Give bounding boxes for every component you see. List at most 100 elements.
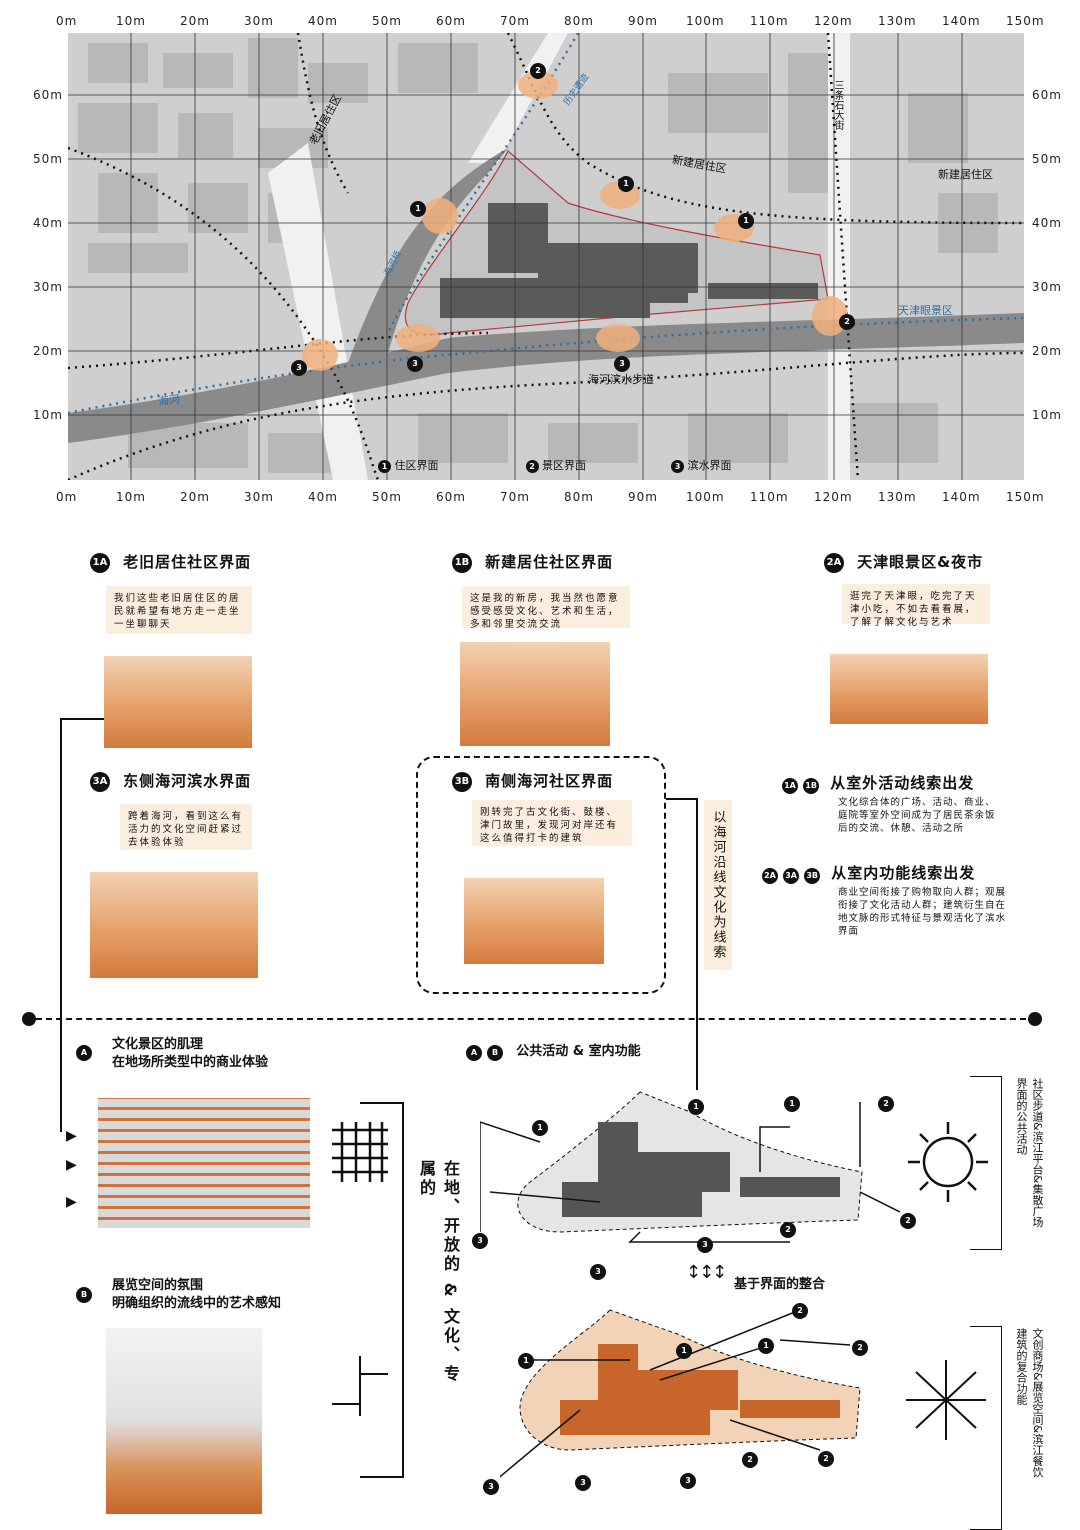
map-marker-3: 3 bbox=[291, 355, 307, 376]
building-footprint bbox=[440, 203, 818, 318]
right-top-label: 界面的公共活动 bbox=[1014, 1078, 1028, 1246]
clue-outdoor-header: 1A 1B 从室外活动线索出发 bbox=[782, 772, 974, 794]
panel-3a-header: 3A 东侧海河滨水界面 bbox=[90, 770, 251, 792]
x-tick: 30m bbox=[244, 490, 274, 504]
panel-3b-box bbox=[416, 756, 666, 994]
gallery-photo bbox=[106, 1328, 262, 1514]
panel-1b-bubble: 这是我的新房，我当然也愿意感受感受文化、艺术和生活，多和邻里交流交流 bbox=[462, 586, 630, 630]
section-a-header: A bbox=[76, 1040, 92, 1061]
map-marker-2: 2 bbox=[839, 309, 855, 330]
x-tick: 0m bbox=[56, 14, 78, 28]
badge-1a: 1A bbox=[90, 552, 110, 573]
x-tick: 140m bbox=[942, 14, 981, 28]
legend-badge: 2 bbox=[525, 460, 539, 473]
x-tick: 10m bbox=[116, 14, 146, 28]
x-tick: 140m bbox=[942, 490, 981, 504]
diagram-bottom-num: 3 bbox=[680, 1468, 696, 1489]
section-a-title: 文化景区的肌理 在地场所类型中的商业体验 bbox=[112, 1036, 268, 1072]
diagram-badge: 3 bbox=[472, 1233, 488, 1249]
x-tick: 130m bbox=[878, 490, 917, 504]
label-river: 海河 bbox=[157, 392, 181, 409]
diagram-top-num: 1 bbox=[784, 1091, 800, 1112]
section-ab-header: A B 公共活动 & 室内功能 bbox=[466, 1040, 641, 1061]
panel-2a-photo bbox=[830, 654, 988, 724]
plan-diagram-top bbox=[480, 1091, 901, 1243]
panel-1a-title: 老旧居住社区界面 bbox=[123, 553, 252, 571]
y-tick: 50m bbox=[33, 152, 63, 166]
diagram-top-num: 3 bbox=[590, 1259, 606, 1280]
label-tianjin-eye: 天津眼景区 bbox=[898, 304, 953, 317]
section-b-title-2: 明确组织的流线中的艺术感知 bbox=[112, 1296, 282, 1311]
right-top-label-1: 界面的公共活动 bbox=[1015, 1078, 1028, 1155]
diagram-top-num: 1 bbox=[688, 1094, 704, 1115]
map-marker-1: 1 bbox=[618, 171, 634, 192]
site-map bbox=[68, 33, 1024, 480]
diagram-badge: 2 bbox=[780, 1222, 796, 1238]
panel-3b-title: 南侧海河社区界面 bbox=[485, 772, 614, 790]
x-tick: 120m bbox=[814, 14, 853, 28]
x-tick: 80m bbox=[564, 14, 594, 28]
x-tick: 70m bbox=[500, 14, 530, 28]
connector-line bbox=[696, 798, 698, 1090]
diagram-top-num: 2 bbox=[780, 1217, 796, 1238]
diagram-top-num: 3 bbox=[472, 1228, 488, 1249]
label-promenade: 海河滨水步道 bbox=[588, 373, 654, 386]
diagram-badge: 2 bbox=[742, 1452, 758, 1468]
diagram-bottom-num: 2 bbox=[818, 1446, 834, 1467]
separator-line bbox=[36, 1018, 1036, 1020]
diagram-top-num: 2 bbox=[900, 1208, 916, 1229]
panel-3b-photo bbox=[464, 878, 604, 964]
diagram-bottom-num: 2 bbox=[742, 1447, 758, 1468]
legend-label: 滨水界面 bbox=[687, 459, 732, 472]
y-tick: 40m bbox=[33, 216, 63, 230]
section-b-header: B bbox=[76, 1282, 92, 1303]
badge-3a: 3A bbox=[90, 771, 110, 792]
map-marker-2: 2 bbox=[530, 58, 546, 79]
map-marker-1: 1 bbox=[738, 208, 754, 229]
y-tick: 10m bbox=[1032, 408, 1062, 422]
clue-badge: 1B bbox=[803, 778, 820, 794]
legend-badge: 3 bbox=[671, 460, 684, 473]
connector-line bbox=[666, 798, 698, 800]
updown-arrows-icon: ↕↕↕ bbox=[686, 1262, 727, 1283]
grid-icon bbox=[332, 1122, 388, 1182]
panel-2a-bubble: 逛完了天津眼，吃完了天津小吃，不如去看看展，了解了解文化与艺术 bbox=[842, 584, 990, 628]
ab-badge: A bbox=[466, 1045, 482, 1061]
map-legend: 1 住区界面 2 景区界面 3 滨水界面 bbox=[378, 457, 732, 473]
y-tick: 20m bbox=[33, 344, 63, 358]
asterisk-icon bbox=[906, 1360, 986, 1440]
sun-icon bbox=[908, 1122, 988, 1202]
arrow-icon: ▶ bbox=[66, 1128, 77, 1144]
panel-1a-header: 1A 老旧居住社区界面 bbox=[90, 551, 251, 573]
diagram-top-num: 1 bbox=[532, 1115, 548, 1136]
clue-indoor-text: 商业空间衔接了购物取向人群；观展衔接了文化活动人群；建筑衍生自在地文脉的形式特征… bbox=[838, 887, 1007, 937]
panel-3a-title: 东侧海河滨水界面 bbox=[123, 772, 252, 790]
x-tick: 130m bbox=[878, 14, 917, 28]
side-label-box: 以海河沿线文化为线索 bbox=[704, 800, 732, 970]
panel-1b-header: 1B 新建居住社区界面 bbox=[452, 551, 613, 573]
arrow-icon: ▶ bbox=[66, 1157, 77, 1173]
y-tick: 10m bbox=[33, 408, 63, 422]
separator-dot bbox=[1028, 1012, 1042, 1026]
x-tick: 0m bbox=[56, 490, 78, 504]
panel-2a-title: 天津眼景区&夜市 bbox=[857, 553, 984, 571]
panel-1a-bubble: 我们这些老旧居住区的居民就希望有地方走一走坐一坐聊聊天 bbox=[106, 586, 252, 634]
section-a-title-1: 文化景区的肌理 bbox=[112, 1037, 204, 1052]
y-tick: 30m bbox=[1032, 280, 1062, 294]
diagram-badge: 2 bbox=[818, 1451, 834, 1467]
right-bottom-sub: 文创商场&展览空间&滨江餐饮 bbox=[1030, 1328, 1044, 1524]
x-tick: 90m bbox=[628, 490, 658, 504]
x-tick: 10m bbox=[116, 490, 146, 504]
map-grid bbox=[68, 33, 1024, 480]
clue-indoor-header: 2A 3A 3B 从室内功能线索出发 bbox=[762, 862, 975, 884]
panel-3a-photo bbox=[90, 872, 258, 978]
x-tick: 110m bbox=[750, 490, 789, 504]
x-tick: 60m bbox=[436, 14, 466, 28]
x-tick: 100m bbox=[686, 490, 725, 504]
diagram-bottom-num: 2 bbox=[852, 1335, 868, 1356]
diagram-bottom-num: 2 bbox=[792, 1298, 808, 1319]
diagram-badge: 2 bbox=[878, 1096, 894, 1112]
y-tick: 40m bbox=[1032, 216, 1062, 230]
clue-badge: 2A bbox=[762, 868, 778, 884]
map-marker-3: 3 bbox=[407, 351, 423, 372]
